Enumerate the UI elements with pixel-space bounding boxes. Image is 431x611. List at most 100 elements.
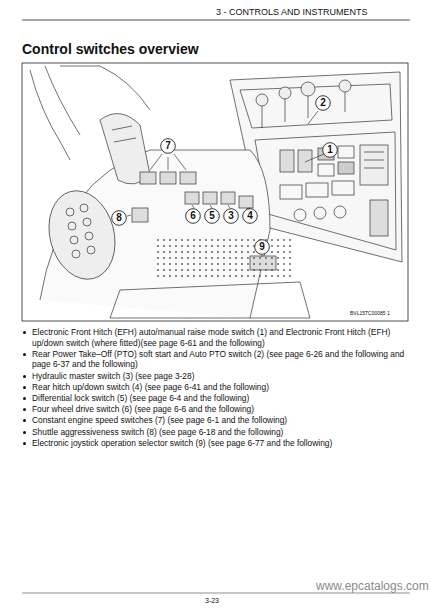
callout-ring — [186, 209, 201, 224]
callout-number: 7 — [160, 138, 176, 154]
drawing-part — [132, 208, 148, 222]
drawing-part — [210, 205, 212, 208]
mat-hole — [175, 269, 177, 271]
mat-hole — [241, 239, 243, 241]
bullet-item: Constant engine speed switches (7) (see … — [22, 415, 414, 426]
mat-hole — [223, 257, 225, 259]
bullet-dot — [23, 353, 26, 356]
mat-hole — [181, 269, 183, 271]
mat-hole — [169, 275, 171, 277]
mat-hole — [229, 257, 231, 259]
mat-hole — [193, 257, 195, 259]
drawing-part — [228, 205, 230, 208]
drawing-part — [203, 192, 217, 204]
drawing-part — [314, 207, 326, 219]
callout-number: 5 — [204, 208, 220, 224]
drawing-part — [338, 162, 354, 174]
mat-hole — [271, 263, 273, 265]
drawing-part — [301, 82, 315, 96]
mat-hole — [217, 269, 219, 271]
drawing-part — [306, 183, 328, 197]
callout-number: 9 — [254, 239, 270, 255]
mat-hole — [241, 275, 243, 277]
header-rule — [22, 20, 410, 21]
callout-number: 4 — [242, 208, 258, 224]
mat-hole — [187, 269, 189, 271]
callout-circle: 7 — [160, 138, 176, 154]
mat-hole — [235, 251, 237, 253]
mat-hole — [211, 245, 213, 247]
callout-circle: 3 — [223, 208, 239, 224]
mat-hole — [289, 251, 291, 253]
drawing-part — [160, 172, 176, 184]
mat-hole — [169, 269, 171, 271]
bullet-text: Differential lock switch (5) (see page 6… — [32, 393, 249, 403]
bullet-dot — [23, 408, 26, 411]
drawing-part — [364, 168, 384, 169]
bullet-text: Constant engine speed switches (7) (see … — [32, 415, 287, 425]
bullet-text: Shuttle aggressiveness switch (8) (see p… — [32, 427, 283, 437]
mat-hole — [235, 269, 237, 271]
mat-hole — [199, 257, 201, 259]
bullet-text: Rear Power Take–Off (PTO) soft start and… — [32, 349, 404, 370]
callout-number: 2 — [315, 95, 331, 111]
bullet-text: Electronic Front Hitch (EFH) auto/manual… — [32, 327, 390, 348]
mat-hole — [217, 257, 219, 259]
drawing-part — [140, 172, 156, 184]
mat-hole — [217, 239, 219, 241]
drawing-part — [250, 256, 276, 270]
mat-hole — [289, 239, 291, 241]
mat-hole — [259, 263, 261, 265]
mat-hole — [193, 263, 195, 265]
mat-hole — [241, 245, 243, 247]
drawing-part — [39, 183, 124, 286]
callout-circle: 5 — [204, 208, 220, 224]
mat-hole — [289, 257, 291, 259]
bullet-text: Four wheel drive switch (6) (see page 6-… — [32, 404, 254, 414]
mat-hole — [289, 269, 291, 271]
callout-ring — [112, 211, 127, 226]
drawing-part — [110, 282, 310, 318]
mat-hole — [205, 275, 207, 277]
drawing-part — [364, 152, 384, 153]
drawing-part — [318, 164, 334, 176]
mat-hole — [283, 245, 285, 247]
drawing-part — [308, 94, 309, 118]
drawing-part — [360, 145, 388, 185]
drawing-part — [262, 255, 263, 257]
mat-hole — [157, 245, 159, 247]
drawing-part — [221, 192, 235, 204]
callout-circle: 2 — [315, 95, 331, 111]
mat-hole — [169, 239, 171, 241]
drawing-part — [87, 246, 95, 254]
bullet-item: Electronic joystick operation selector s… — [22, 438, 414, 449]
mat-hole — [223, 251, 225, 253]
mat-hole — [283, 263, 285, 265]
mat-hole — [181, 239, 183, 241]
mat-hole — [223, 245, 225, 247]
mat-hole — [223, 263, 225, 265]
mat-hole — [271, 239, 273, 241]
mat-hole — [259, 257, 261, 259]
mat-hole — [235, 257, 237, 259]
drawing-part — [370, 200, 388, 236]
callout-ring — [224, 209, 239, 224]
drawing-part — [185, 192, 199, 204]
mat-hole — [247, 239, 249, 241]
bullet-item: Rear hitch up/down switch (4) (see page … — [22, 382, 414, 393]
mat-hole — [289, 275, 291, 277]
drawing-part — [45, 66, 80, 135]
mat-hole — [271, 251, 273, 253]
watermark: www.epcatalogs.com — [316, 579, 429, 593]
bullet-item: Rear Power Take–Off (PTO) soft start and… — [22, 349, 414, 370]
drawing-part — [262, 105, 263, 128]
callout-ring — [161, 139, 176, 154]
mat-hole — [271, 257, 273, 259]
mat-hole — [163, 257, 165, 259]
mat-hole — [271, 275, 273, 277]
callout-number: 1 — [322, 142, 338, 158]
drawing-part — [168, 157, 169, 170]
callout-ring — [205, 209, 220, 224]
mat-hole — [259, 275, 261, 277]
